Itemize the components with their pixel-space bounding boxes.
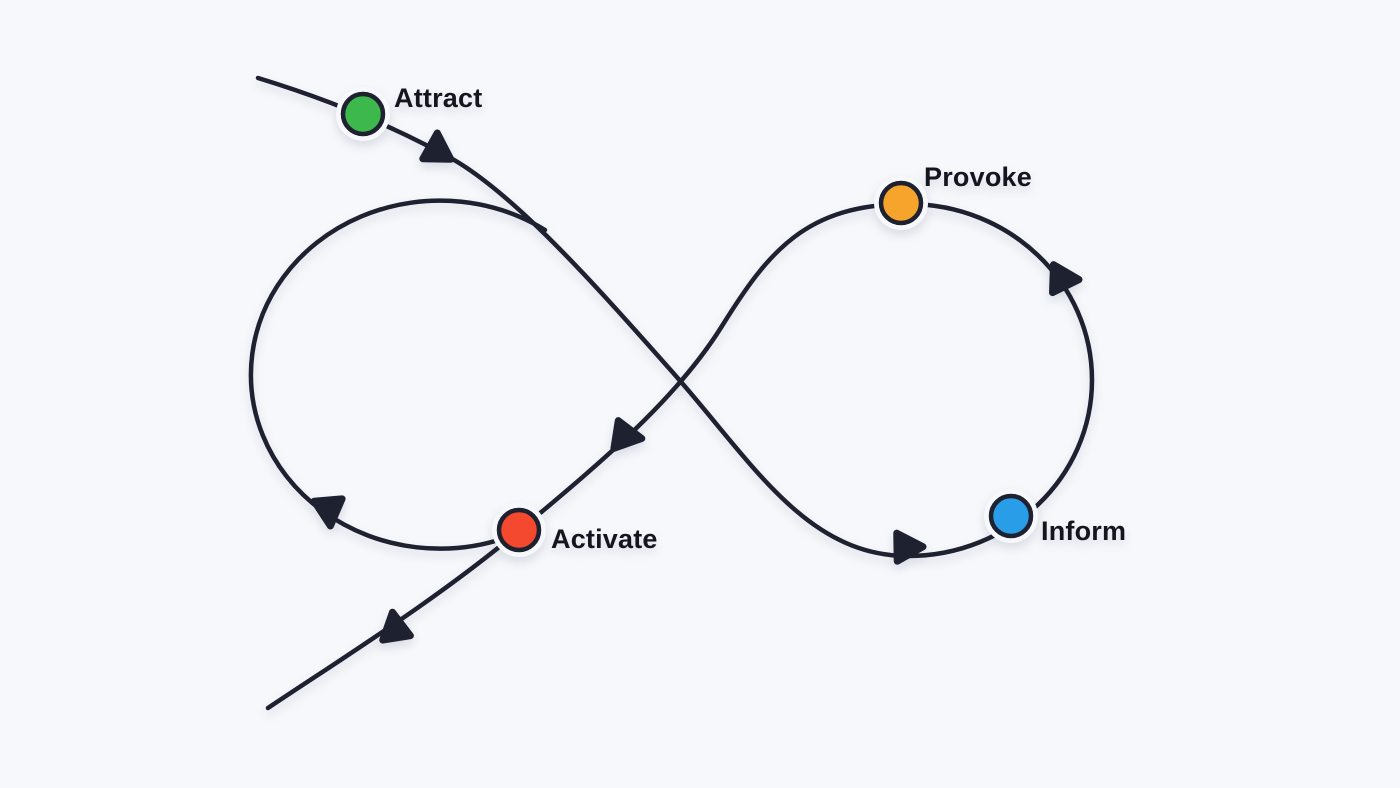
arrowhead-icon-right-loop-side xyxy=(1049,261,1083,297)
label-activate: Activate xyxy=(551,524,658,554)
arrowhead-icon-attract-tail xyxy=(419,129,455,163)
node-attract xyxy=(340,91,386,137)
node-activate xyxy=(496,507,542,553)
label-attract: Attract xyxy=(394,83,482,113)
main-flow-path xyxy=(255,75,1095,711)
arrowhead-icon-right-loop-bottom xyxy=(893,529,927,565)
arrowhead-icon-exit-tail xyxy=(379,608,414,644)
left-loop-arc xyxy=(248,198,548,551)
node-inform xyxy=(988,493,1034,539)
label-provoke: Provoke xyxy=(924,162,1032,192)
node-provoke xyxy=(878,180,924,226)
label-inform: Inform xyxy=(1041,516,1126,546)
arrowhead-icon-center xyxy=(610,417,646,452)
arrowhead-icon-left-loop xyxy=(310,495,346,530)
